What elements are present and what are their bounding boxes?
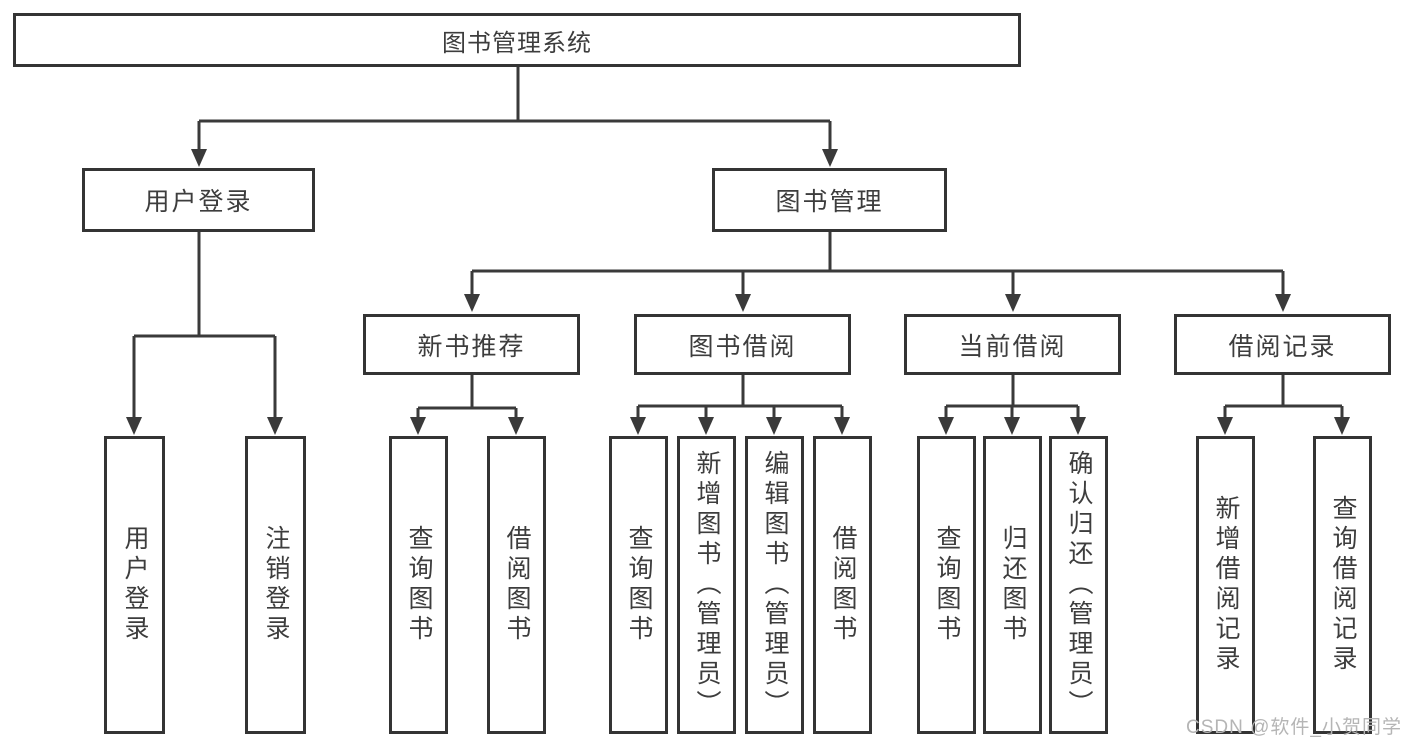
node-label: 新书推荐 bbox=[417, 332, 526, 361]
node-add-books-admin: 新增图书（管理员） bbox=[677, 436, 736, 734]
node-label: 新增借阅记录 bbox=[1212, 495, 1240, 675]
arrowhead-down-icon bbox=[938, 417, 954, 435]
node-query-borrow-record: 查询借阅记录 bbox=[1313, 436, 1372, 734]
node-user-login-action: 用户登录 bbox=[104, 436, 165, 734]
node-label: 当前借阅 bbox=[958, 332, 1067, 361]
node-label: 借阅图书 bbox=[503, 525, 531, 645]
node-book-management: 图书管理 bbox=[712, 168, 947, 232]
arrowhead-down-icon bbox=[834, 417, 850, 435]
node-add-borrow-record: 新增借阅记录 bbox=[1196, 436, 1255, 734]
node-query-books-borrow: 查询图书 bbox=[609, 436, 668, 734]
arrowhead-down-icon bbox=[1217, 417, 1233, 435]
node-label: 新增图书（管理员） bbox=[693, 450, 721, 720]
arrowhead-down-icon bbox=[1334, 417, 1350, 435]
node-logout-action: 注销登录 bbox=[245, 436, 306, 734]
arrowhead-down-icon bbox=[191, 149, 207, 167]
node-label: 借阅图书 bbox=[829, 525, 857, 645]
node-label: 编辑图书（管理员） bbox=[761, 450, 789, 720]
arrowhead-down-icon bbox=[1275, 294, 1291, 312]
node-query-books-recommend: 查询图书 bbox=[389, 436, 448, 734]
node-label: 注销登录 bbox=[262, 525, 290, 645]
node-new-book-recommend: 新书推荐 bbox=[363, 314, 580, 375]
arrowhead-down-icon bbox=[822, 149, 838, 167]
node-label: 图书管理系统 bbox=[442, 29, 592, 57]
arrowhead-down-icon bbox=[410, 417, 426, 435]
node-return-books: 归还图书 bbox=[983, 436, 1042, 734]
node-label: 借阅记录 bbox=[1228, 332, 1337, 361]
node-library-management-system: 图书管理系统 bbox=[13, 13, 1021, 67]
node-current-borrow: 当前借阅 bbox=[904, 314, 1121, 375]
node-label: 查询图书 bbox=[405, 525, 433, 645]
arrowhead-down-icon bbox=[1070, 417, 1086, 435]
node-label: 归还图书 bbox=[999, 525, 1027, 645]
node-label: 图书借阅 bbox=[688, 332, 797, 361]
arrowhead-down-icon bbox=[698, 417, 714, 435]
node-label: 用户登录 bbox=[144, 188, 253, 216]
arrowhead-down-icon bbox=[1004, 417, 1020, 435]
arrowhead-down-icon bbox=[126, 417, 142, 435]
arrowhead-down-icon bbox=[508, 417, 524, 435]
node-label: 查询图书 bbox=[625, 525, 653, 645]
arrowhead-down-icon bbox=[735, 294, 751, 312]
arrowhead-down-icon bbox=[464, 294, 480, 312]
node-book-borrow: 图书借阅 bbox=[634, 314, 851, 375]
node-edit-books-admin: 编辑图书（管理员） bbox=[745, 436, 804, 734]
arrowhead-down-icon bbox=[630, 417, 646, 435]
node-borrow-books-recommend: 借阅图书 bbox=[487, 436, 546, 734]
node-user-login: 用户登录 bbox=[82, 168, 315, 232]
connector-book-borrow bbox=[636, 375, 844, 418]
node-label: 确认归还（管理员） bbox=[1065, 450, 1093, 720]
connector-root bbox=[197, 66, 832, 150]
arrowhead-down-icon bbox=[1005, 294, 1021, 312]
arrowhead-down-icon bbox=[766, 417, 782, 435]
node-borrow-books-action: 借阅图书 bbox=[813, 436, 872, 734]
csdn-watermark: CSDN @软件_小贺同学 bbox=[1186, 717, 1402, 738]
node-label: 图书管理 bbox=[775, 188, 884, 216]
connector-current-borrow bbox=[944, 375, 1080, 418]
arrowhead-down-icon bbox=[267, 417, 283, 435]
node-borrow-records: 借阅记录 bbox=[1174, 314, 1391, 375]
node-label: 查询图书 bbox=[933, 525, 961, 645]
connector-new-book-recommend bbox=[416, 375, 518, 418]
connector-borrow-records bbox=[1223, 375, 1344, 418]
connector-book-management bbox=[470, 232, 1285, 295]
node-label: 查询借阅记录 bbox=[1329, 495, 1357, 675]
node-confirm-return-admin: 确认归还（管理员） bbox=[1049, 436, 1108, 734]
node-query-books-current: 查询图书 bbox=[917, 436, 976, 734]
connector-user-login bbox=[132, 232, 277, 418]
node-label: 用户登录 bbox=[121, 525, 149, 645]
